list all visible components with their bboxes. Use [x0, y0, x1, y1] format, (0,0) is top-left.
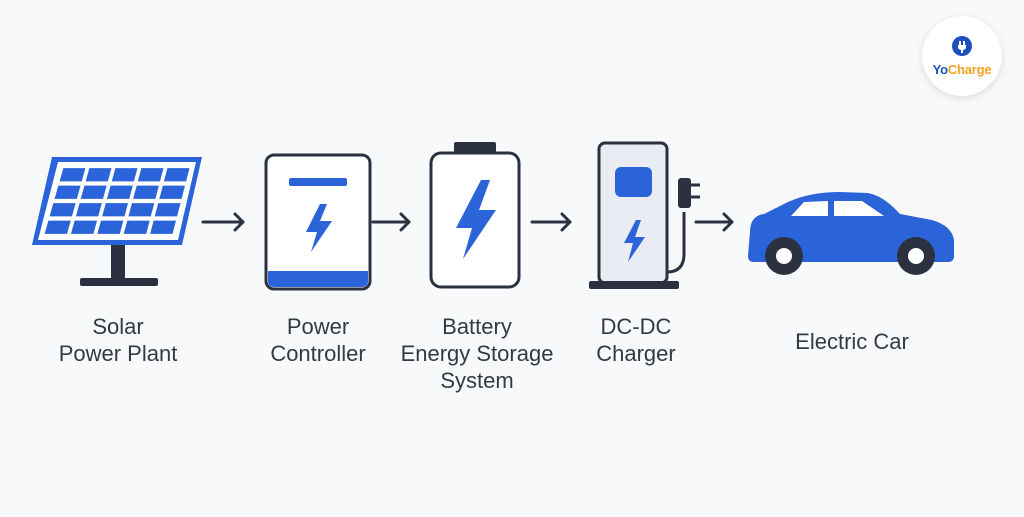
- solar-cell: [106, 185, 133, 199]
- solar-cell: [59, 168, 86, 182]
- logo-text-charge: Charge: [947, 62, 992, 77]
- solar-cell: [133, 185, 159, 199]
- solar-cell: [102, 203, 129, 217]
- arrow-right-icon: [371, 212, 411, 232]
- solar-cell: [154, 203, 181, 217]
- battery-storage-label: Battery Energy Storage System: [400, 314, 554, 393]
- arrow-right-icon: [694, 212, 734, 232]
- logo-text-yo: Yo: [932, 62, 948, 77]
- solar-cell: [44, 220, 71, 234]
- plug-icon: [952, 36, 972, 56]
- solar-cell: [70, 220, 98, 234]
- solar-cell: [137, 168, 164, 182]
- solar-panel-icon: [32, 157, 202, 286]
- solar-cell: [128, 203, 155, 217]
- electric-car-icon: [748, 192, 954, 275]
- arrow-right-icon: [530, 212, 572, 232]
- solar-cell: [49, 203, 76, 217]
- electric-car-label: Electric Car: [795, 329, 909, 354]
- solar-cell: [159, 185, 186, 199]
- solar-power-plant-label: Solar Power Plant: [58, 314, 178, 366]
- power-controller-label: Power Controller: [270, 314, 366, 366]
- dc-dc-charger-label: DC-DC Charger: [596, 314, 676, 366]
- solar-cell: [111, 168, 138, 182]
- solar-cell: [163, 168, 190, 182]
- power-controller-icon: [264, 153, 372, 291]
- solar-cell: [85, 168, 112, 182]
- yocharge-logo: YoCharge: [922, 16, 1002, 96]
- arrow-right-icon: [201, 212, 245, 232]
- solar-cell: [80, 185, 107, 199]
- solar-cell: [123, 220, 150, 234]
- solar-cell: [150, 220, 176, 234]
- solar-cell: [97, 220, 124, 234]
- solar-cell: [54, 185, 81, 199]
- solar-cell: [75, 203, 102, 217]
- logo-wordmark: YoCharge: [922, 62, 1002, 77]
- battery-icon: [429, 142, 521, 289]
- charging-station-icon: [589, 141, 700, 289]
